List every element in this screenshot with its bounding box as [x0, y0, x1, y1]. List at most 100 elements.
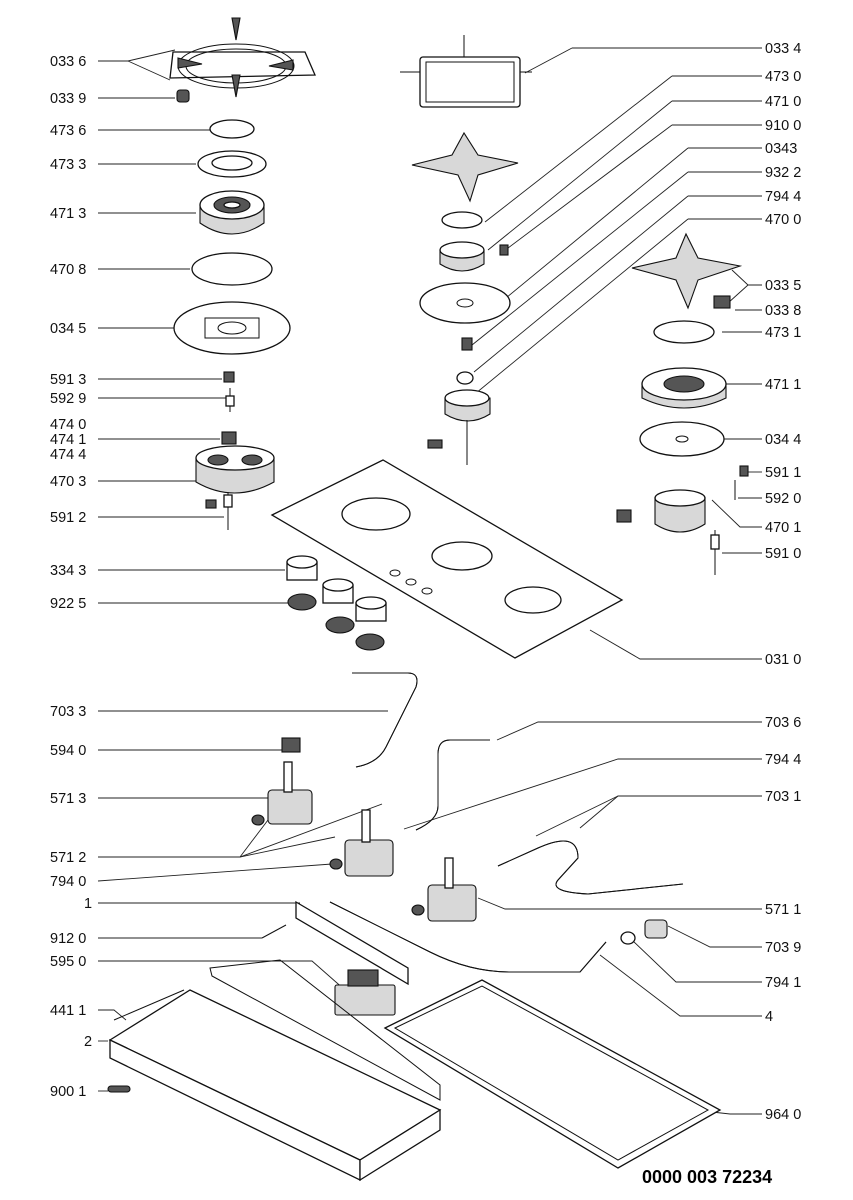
knob-334-3-c	[355, 596, 387, 651]
gasket-964-0	[383, 979, 722, 1169]
label-1: 1	[84, 896, 92, 912]
part-471-3-burner-crown	[199, 190, 265, 235]
label-794-1: 794 1	[765, 975, 801, 991]
label-471-0: 471 0	[765, 94, 801, 110]
part-591-0-thermocouple	[710, 530, 720, 575]
part-470-8-gasket	[191, 252, 273, 286]
label-471-1: 471 1	[765, 377, 801, 393]
part-441-1-strip	[113, 989, 185, 1021]
left-labels: 033 6 033 9 473 6 473 3 471 3 470 8 034 …	[50, 54, 92, 1100]
label-594-0: 594 0	[50, 743, 86, 759]
gas-valve-571-1	[411, 857, 477, 922]
ignition-rail	[295, 900, 409, 986]
label-033-4: 033 4	[765, 41, 801, 57]
label-033-8: 033 8	[765, 303, 801, 319]
leader-lines-right	[403, 47, 762, 1115]
part-473-0-cap	[441, 211, 483, 229]
label-474-1: 474 1	[50, 432, 86, 448]
part-473-6-cap	[209, 119, 255, 139]
part-0343-plate	[419, 282, 511, 324]
drawing-number: 0000 003 72234	[642, 1167, 772, 1187]
gas-valve-571-3	[251, 761, 313, 826]
label-591-3: 591 3	[50, 372, 86, 388]
label-334-3: 334 3	[50, 563, 86, 579]
label-470-1: 470 1	[765, 520, 801, 536]
label-033-9: 033 9	[50, 91, 86, 107]
leader-lines-left	[97, 49, 388, 1092]
label-474-0: 474 0	[50, 417, 86, 433]
part-595-0-ignition-module	[334, 969, 396, 1016]
label-794-4-bottom: 794 4	[765, 752, 801, 768]
part-703-9-elbow	[620, 919, 668, 945]
label-571-1: 571 1	[765, 902, 801, 918]
label-4: 4	[765, 1009, 773, 1025]
part-900-1-spring	[107, 1085, 131, 1093]
label-964-0: 964 0	[765, 1107, 801, 1123]
label-910-0: 910 0	[765, 118, 801, 134]
label-034-5: 034 5	[50, 321, 86, 337]
label-470-0: 470 0	[765, 212, 801, 228]
label-703-9: 703 9	[765, 940, 801, 956]
part-594-0-microswitch	[281, 737, 301, 753]
label-591-1: 591 1	[765, 465, 801, 481]
part-470-3-burner-body	[195, 445, 275, 494]
label-591-0: 591 0	[765, 546, 801, 562]
gas-pipes	[329, 672, 684, 973]
pan-support-left	[169, 17, 316, 98]
part-034-4-plate	[639, 421, 725, 457]
part-591-2-thermocouple	[205, 492, 233, 530]
knob-334-3-b	[322, 578, 355, 634]
label-473-0: 473 0	[765, 69, 801, 85]
label-571-2: 571 2	[50, 850, 86, 866]
label-031-0: 031 0	[765, 652, 801, 668]
part-471-1-burner-crown	[641, 367, 727, 409]
right-labels: 033 4 473 0 471 0 910 0 0343 932 2 794 4…	[765, 41, 801, 1123]
part-474-injector	[221, 431, 237, 445]
part-932-2-clip	[461, 337, 473, 351]
label-794-4-top: 794 4	[765, 189, 801, 205]
part-471-0-burner-crown	[439, 241, 485, 272]
part-794-4-seal	[456, 371, 474, 385]
label-471-3: 471 3	[50, 206, 86, 222]
control-knobs	[286, 555, 387, 651]
label-033-6: 033 6	[50, 54, 86, 70]
part-034-5-plate	[173, 301, 291, 355]
label-0343: 0343	[765, 141, 797, 157]
label-595-0: 595 0	[50, 954, 86, 970]
part-470-1-burner-body	[616, 489, 706, 533]
part-910-0-screw	[499, 244, 509, 256]
part-592-9-electrode	[225, 388, 235, 412]
label-2: 2	[84, 1034, 92, 1050]
label-470-3: 470 3	[50, 474, 86, 490]
part-470-0-burner-body	[427, 389, 491, 465]
label-794-0: 794 0	[50, 874, 86, 890]
label-932-2: 932 2	[765, 165, 801, 181]
part-473-3-ring	[197, 150, 267, 178]
label-900-1: 900 1	[50, 1084, 86, 1100]
label-571-3: 571 3	[50, 791, 86, 807]
label-703-3: 703 3	[50, 704, 86, 720]
label-441-1: 441 1	[50, 1003, 86, 1019]
label-470-8: 470 8	[50, 262, 86, 278]
label-474-4: 474 4	[50, 447, 86, 463]
part-033-9-foot	[176, 89, 190, 103]
part-033-4-trivet	[411, 131, 519, 203]
part-591-1-clip	[734, 465, 749, 500]
pan-support-center	[400, 35, 532, 108]
label-034-4: 034 4	[765, 432, 801, 448]
label-473-1: 473 1	[765, 325, 801, 341]
label-473-6: 473 6	[50, 123, 86, 139]
label-591-2: 591 2	[50, 510, 86, 526]
label-592-9: 592 9	[50, 391, 86, 407]
gas-valve-571-2	[329, 809, 394, 877]
part-591-3-clip	[223, 371, 235, 383]
hob-top-plate-031-0	[270, 459, 624, 659]
label-703-1: 703 1	[765, 789, 801, 805]
label-473-3: 473 3	[50, 157, 86, 173]
label-703-6: 703 6	[765, 715, 801, 731]
part-473-1-cap	[653, 320, 715, 344]
pan-support-right	[631, 232, 743, 310]
label-592-0: 592 0	[765, 491, 801, 507]
label-033-5: 033 5	[765, 278, 801, 294]
